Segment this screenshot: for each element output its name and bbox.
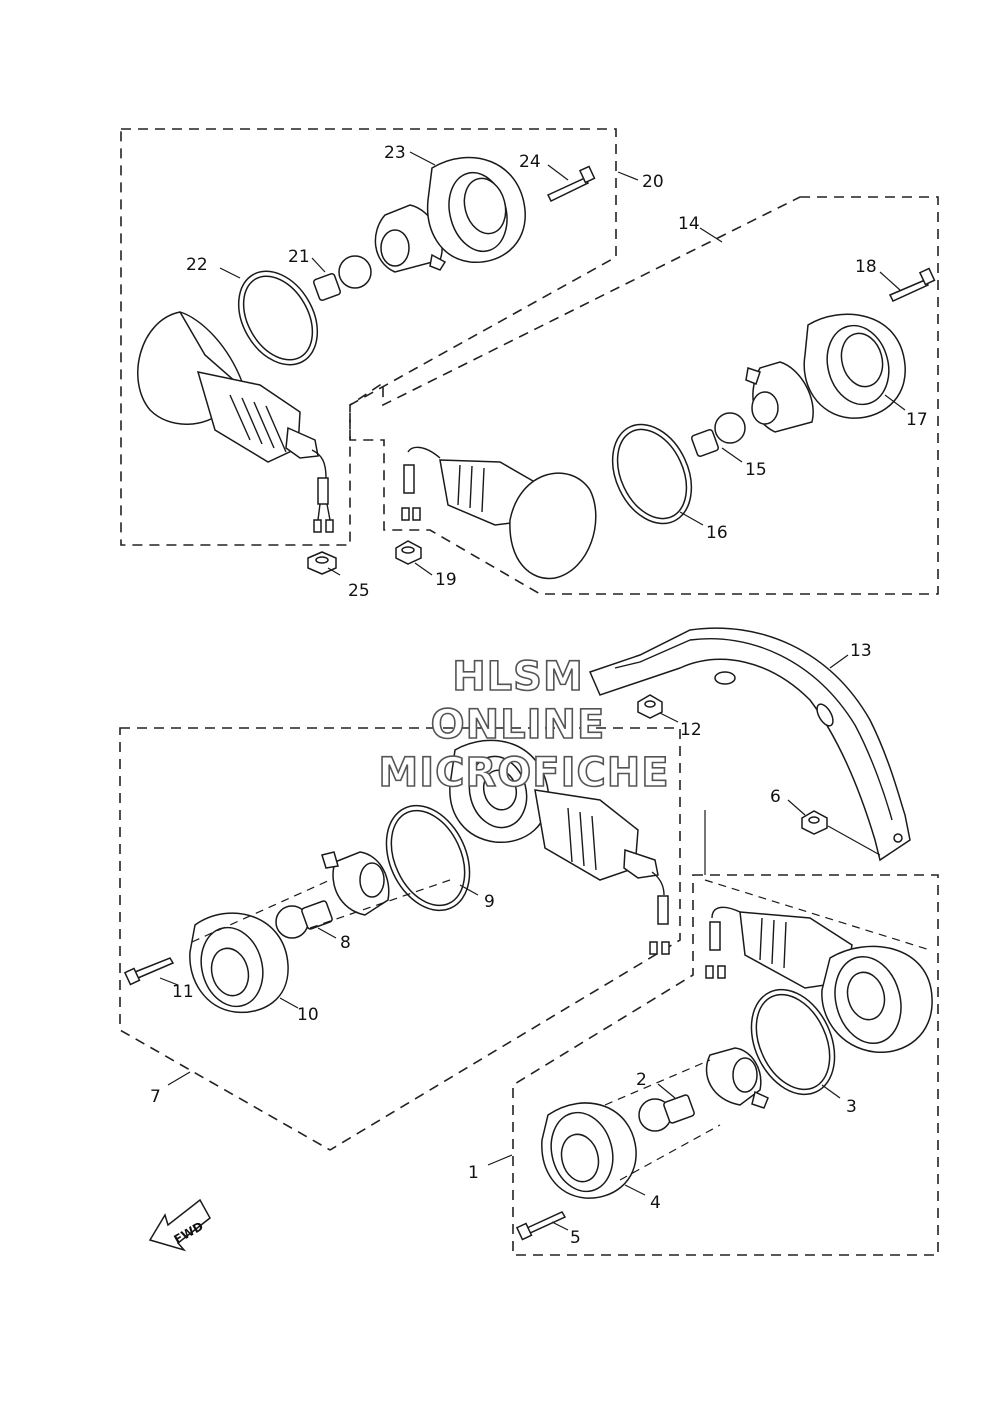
group-outline-14 xyxy=(349,196,939,595)
lens-1 xyxy=(821,945,933,1054)
gasket-16 xyxy=(611,423,693,525)
callout-6: 6 xyxy=(770,787,781,807)
bulb-21 xyxy=(312,255,372,302)
guide-line-4 xyxy=(604,1059,721,1181)
callout-15: 15 xyxy=(745,460,767,480)
watermark-line-3: MICROFICHE xyxy=(378,750,669,796)
reflector-14 xyxy=(745,361,814,433)
callout-4: 4 xyxy=(650,1193,661,1213)
rim-17 xyxy=(803,313,906,419)
reflector-7 xyxy=(321,851,390,916)
callout-11: 11 xyxy=(172,982,194,1002)
bracket-13 xyxy=(588,627,911,862)
watermark-line-1: HLSM xyxy=(452,654,584,700)
callout-9: 9 xyxy=(484,892,495,912)
callout-20: 20 xyxy=(642,172,664,192)
callout-24: 24 xyxy=(519,152,541,172)
reflector-1 xyxy=(705,1047,769,1109)
group-outline-1 xyxy=(512,874,939,1256)
screw-18 xyxy=(888,267,936,302)
callout-17: 17 xyxy=(906,410,928,430)
gasket-22 xyxy=(237,270,319,366)
leader-lines xyxy=(159,151,906,1231)
watermark-line-2: ONLINE xyxy=(431,702,606,748)
guide-line-1b xyxy=(704,879,931,951)
callout-19: 19 xyxy=(435,570,457,590)
guide-line-7 xyxy=(191,879,451,943)
nut-6 xyxy=(801,810,828,835)
bulb-15 xyxy=(690,412,746,458)
callout-numbers: 1 2 3 4 5 6 7 8 9 10 11 12 13 14 15 16 1… xyxy=(150,143,928,1248)
socket-body-7 xyxy=(534,789,670,955)
callout-21: 21 xyxy=(288,247,310,267)
callout-16: 16 xyxy=(706,523,728,543)
callout-12: 12 xyxy=(680,720,702,740)
lens-7 xyxy=(449,739,550,843)
fwd-arrow-icon: FWD xyxy=(148,1198,211,1252)
callout-3: 3 xyxy=(846,1097,857,1117)
screw-11 xyxy=(123,957,175,986)
nut-12 xyxy=(637,694,663,719)
rim-4 xyxy=(541,1102,637,1199)
callout-25: 25 xyxy=(348,581,370,601)
group-outline-7 xyxy=(119,727,681,1151)
gasket-3 xyxy=(750,988,836,1096)
socket-body-20 xyxy=(196,371,334,533)
callout-23: 23 xyxy=(384,143,406,163)
bulb-8 xyxy=(275,900,333,939)
callout-2: 2 xyxy=(636,1070,647,1090)
nut-19 xyxy=(395,540,422,565)
screw-24 xyxy=(546,165,596,202)
rim-10 xyxy=(189,912,289,1014)
callout-7: 7 xyxy=(150,1087,161,1107)
callout-13: 13 xyxy=(850,641,872,661)
callout-14: 14 xyxy=(678,214,700,234)
callout-10: 10 xyxy=(297,1005,319,1025)
bulb-2 xyxy=(638,1094,695,1132)
callout-8: 8 xyxy=(340,933,351,953)
watermark: HLSM ONLINE MICROFICHE xyxy=(378,653,670,797)
reflector-20 xyxy=(374,204,447,273)
lens-14 xyxy=(509,472,597,580)
rim-23 xyxy=(426,156,526,263)
callout-22: 22 xyxy=(186,255,208,275)
callout-1: 1 xyxy=(468,1163,479,1183)
screw-5 xyxy=(515,1211,567,1241)
guide-line-6 xyxy=(827,825,881,856)
callout-5: 5 xyxy=(570,1228,581,1248)
callout-18: 18 xyxy=(855,257,877,277)
socket-body-1 xyxy=(705,906,853,989)
